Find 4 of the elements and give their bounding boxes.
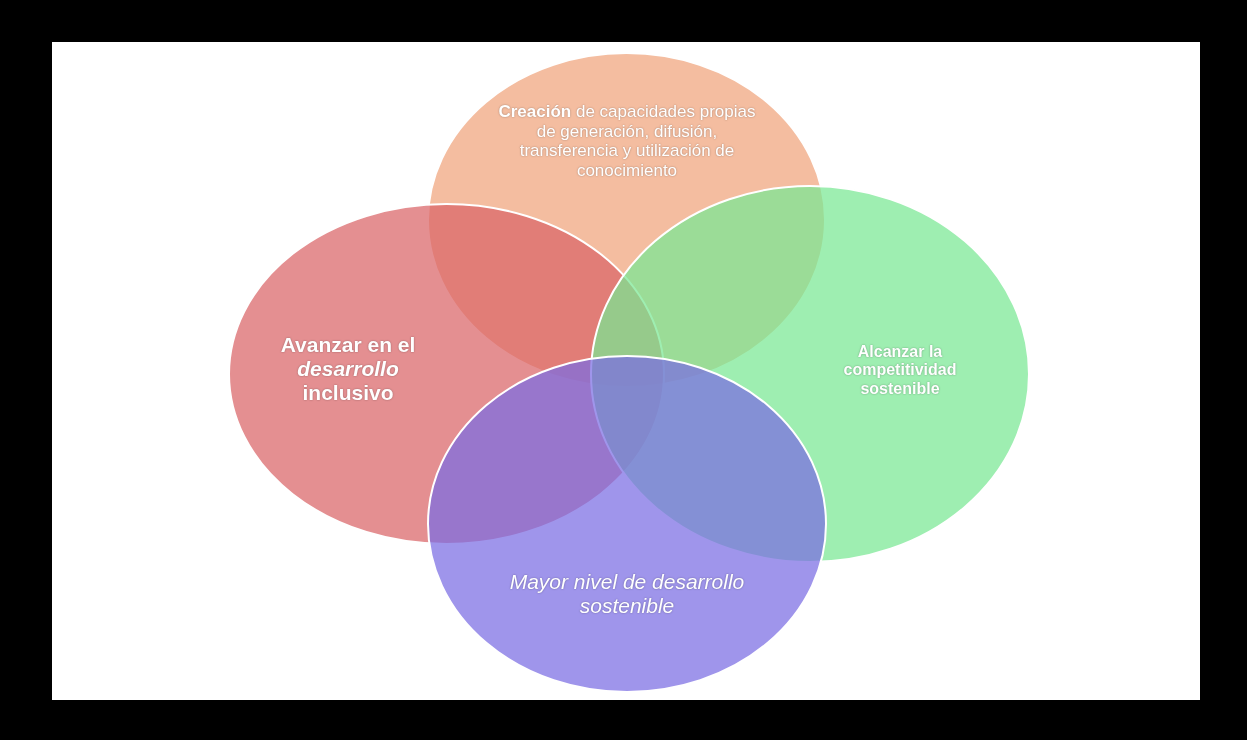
circle-label: Mayor nivel de desarrollo sostenible (508, 570, 746, 619)
circle-label: Alcanzar la competitividad sostenible (842, 343, 958, 399)
circle-label: Avanzar en el desarrollo inclusivo (279, 333, 417, 406)
circle-label: Creación de capacidades propias de generación, difusión, transferencia y utilización de conocimiento (497, 102, 757, 181)
